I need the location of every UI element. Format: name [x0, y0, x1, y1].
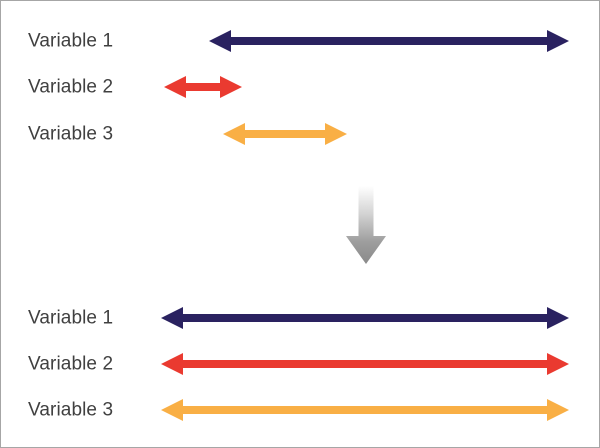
- bottom-arrow-variable-2: [161, 351, 569, 377]
- top-arrow-variable-3: [223, 121, 347, 147]
- top-row-label-variable-2: Variable 2: [28, 76, 114, 98]
- bottom-row-label-variable-1: Variable 1: [28, 307, 114, 329]
- top-row-label-variable-3: Variable 3: [28, 123, 114, 145]
- bottom-row-label-variable-3: Variable 3: [28, 399, 114, 421]
- top-arrow-variable-2: [164, 74, 242, 100]
- top-arrow-variable-1: [209, 28, 569, 54]
- bottom-arrow-variable-1: [161, 305, 569, 331]
- bottom-arrow-variable-3: [161, 397, 569, 423]
- down-arrow-icon: [346, 186, 386, 264]
- bottom-row-label-variable-2: Variable 2: [28, 353, 114, 375]
- top-row-label-variable-1: Variable 1: [28, 30, 114, 52]
